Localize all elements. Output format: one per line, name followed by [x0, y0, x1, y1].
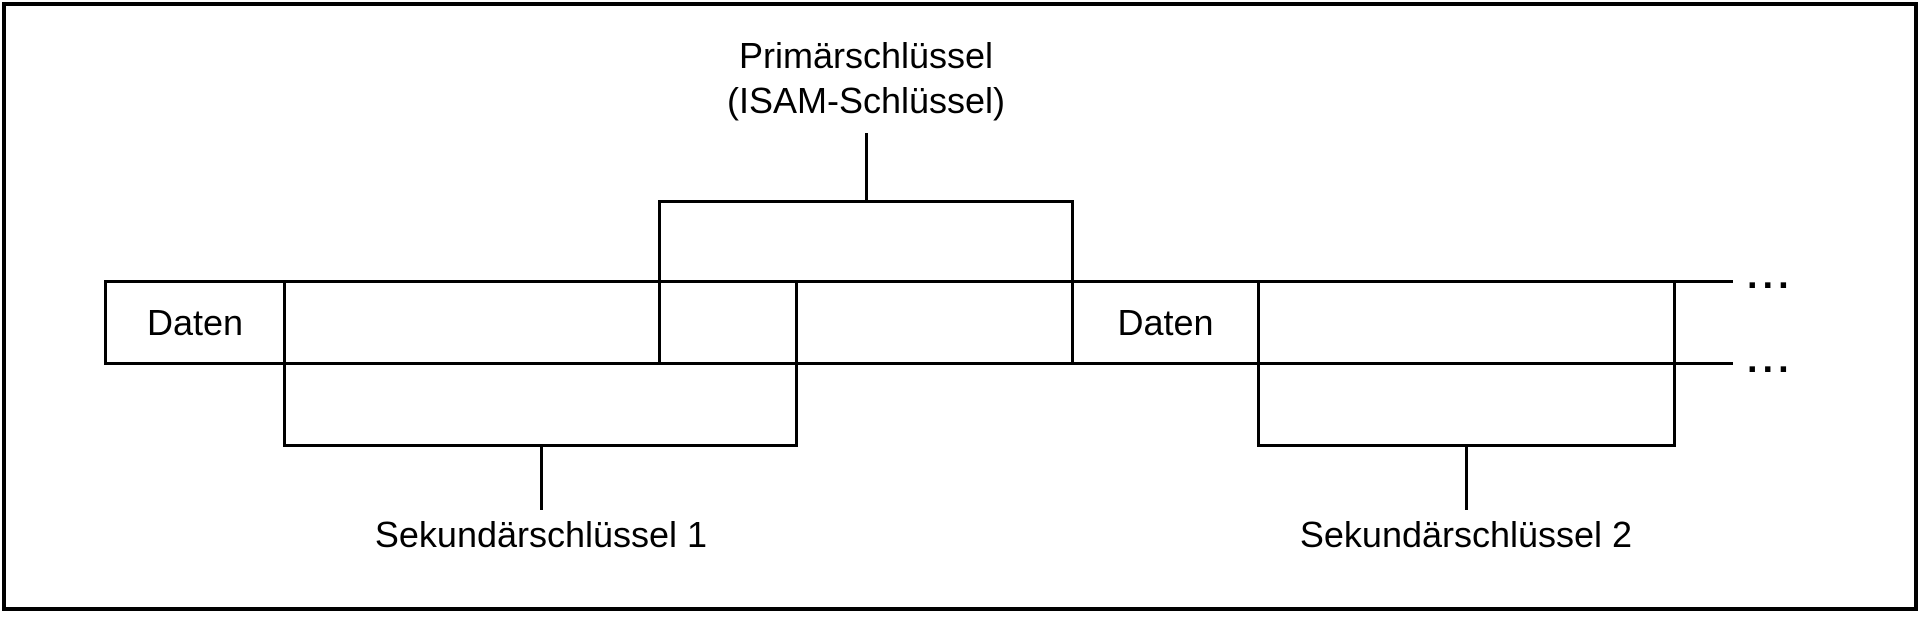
secondary-key-2-left-line	[1257, 280, 1260, 447]
outer-border	[2, 2, 1918, 611]
primary-key-stem-line	[865, 133, 868, 203]
secondary-key-2-bracket-bottom-line	[1257, 444, 1676, 447]
secondary-key-1-right-line	[795, 280, 798, 447]
record-band-top-line	[104, 280, 1733, 283]
secondary-key-2-right-line	[1673, 280, 1676, 447]
secondary-key-2-stem-line	[1465, 447, 1468, 510]
secondary-key-1-stem-line	[540, 447, 543, 510]
primary-key-label-line2: (ISAM-Schlüssel)	[726, 80, 1006, 121]
secondary-key-1-left-line	[283, 280, 286, 447]
record-continuation-top: ...	[1747, 255, 1794, 297]
secondary-key-2-label: Sekundärschlüssel 2	[1299, 514, 1633, 555]
record-band-bottom-line	[104, 362, 1733, 365]
data-cell-1: Daten	[146, 301, 244, 343]
primary-key-bracket-top-line	[658, 200, 1074, 203]
secondary-key-1-label: Sekundärschlüssel 1	[374, 514, 708, 555]
primary-key-label-line1: Primärschlüssel	[738, 35, 994, 76]
record-band-left-line	[104, 280, 107, 365]
primary-key-label: Primärschlüssel (ISAM-Schlüssel)	[616, 33, 1116, 123]
record-continuation-bottom: ...	[1747, 339, 1794, 381]
data-cell-2: Daten	[1117, 301, 1214, 343]
secondary-key-1-bracket-bottom-line	[283, 444, 798, 447]
